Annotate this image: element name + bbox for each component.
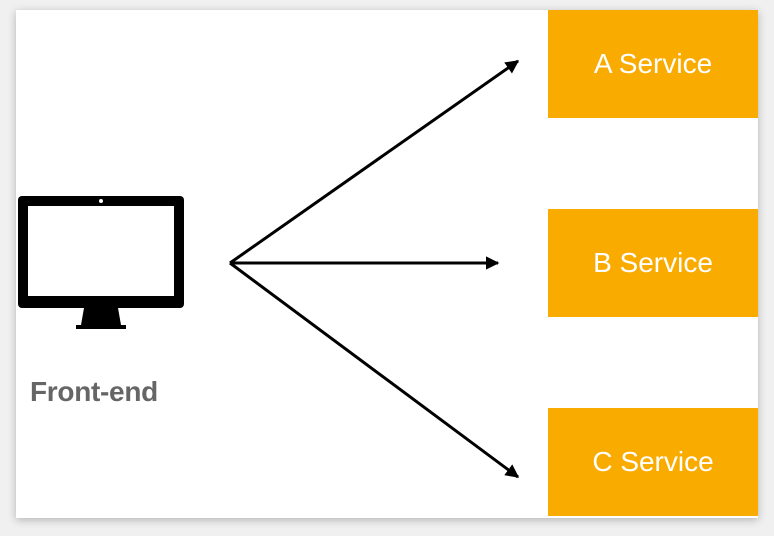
c-service-box: C Service <box>548 408 758 516</box>
c-service-label: C Service <box>592 446 714 477</box>
a-service-box: A Service <box>548 10 758 118</box>
monitor-camera <box>99 199 103 203</box>
arrow-to-a-service <box>229 59 520 265</box>
connection-arrows <box>229 59 520 479</box>
monitor-stand <box>81 308 121 325</box>
arrow-to-c-service <box>229 261 520 479</box>
monitor-base <box>76 325 126 329</box>
b-service-box: B Service <box>548 209 758 317</box>
diagram-canvas: Front-end A Service B Service C Service <box>16 10 758 518</box>
monitor-icon <box>18 196 184 329</box>
b-service-label: B Service <box>593 247 713 278</box>
monitor-screen <box>28 206 174 296</box>
frontend-label: Front-end <box>30 376 158 407</box>
a-service-label: A Service <box>593 48 713 79</box>
